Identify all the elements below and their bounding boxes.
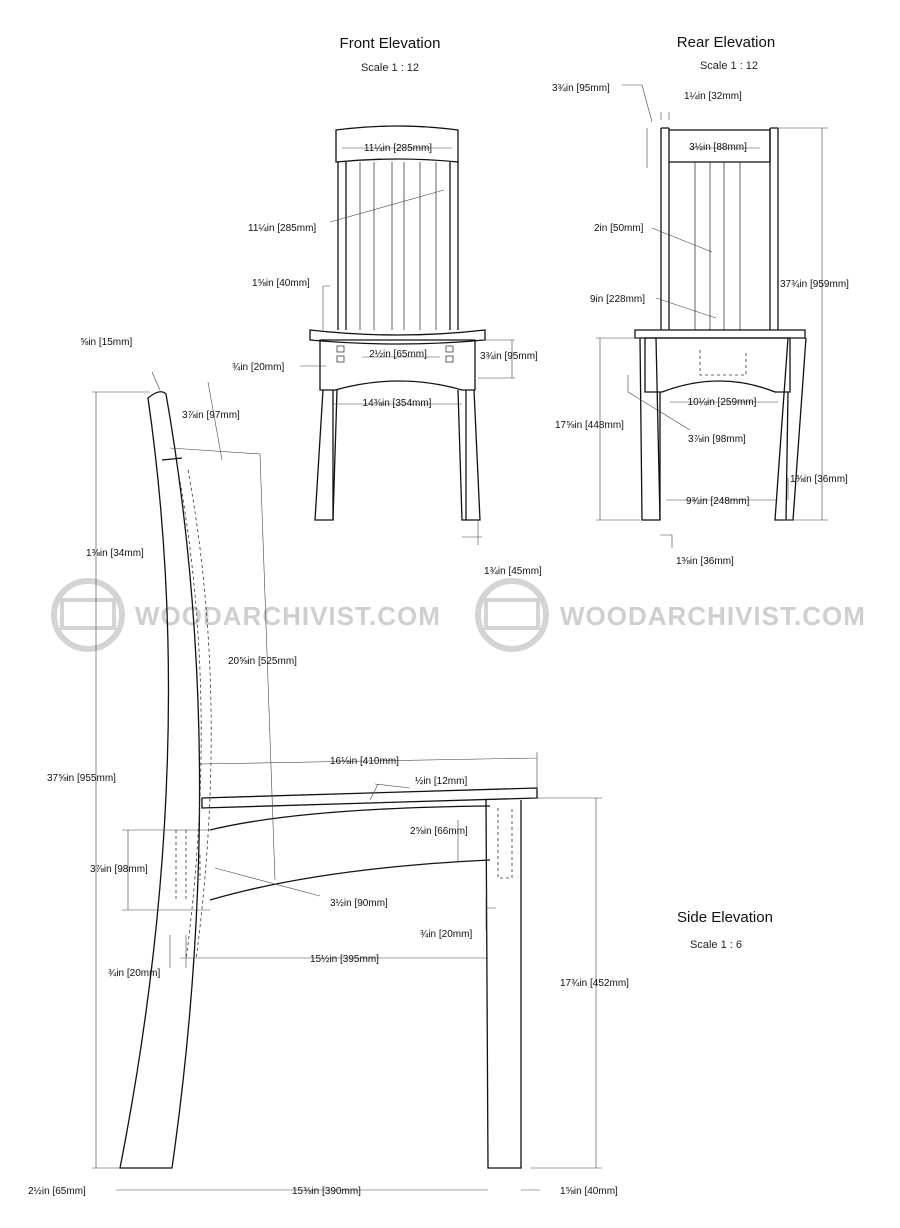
side-dim-12: 15½in [395mm] — [310, 954, 379, 965]
side-dim-9: 3⅞in [98mm] — [90, 864, 148, 875]
side-elevation-view — [92, 371, 602, 1191]
front-dim-1: 11¼in [285mm] — [364, 142, 432, 154]
side-dim-16: 15⅜in [390mm] — [292, 1186, 361, 1197]
rear-dim-7: 10¼in [259mm] — [688, 396, 757, 408]
front-elevation-view — [300, 125, 515, 545]
side-dim-3: 1⅜in [34mm] — [86, 548, 144, 559]
rear-elevation-title: Rear Elevation — [677, 34, 775, 51]
rear-dim-10: 1⅜in [36mm] — [790, 474, 848, 485]
side-dim-2: 3⅞in [97mm] — [182, 410, 240, 421]
side-dim-15: 2½in [65mm] — [28, 1186, 86, 1197]
side-dim-7: ½in [12mm] — [415, 776, 467, 787]
watermark-logo-right — [475, 578, 549, 652]
side-dim-11: ¾in [20mm] — [420, 929, 472, 940]
side-dim-10: 3½in [90mm] — [330, 898, 388, 909]
rear-dim-9: 3⅞in [98mm] — [688, 434, 746, 445]
side-dim-4: 20⅝in [525mm] — [228, 656, 297, 667]
watermark-text-left: WOODARCHIVIST.COM — [135, 601, 441, 631]
rear-dim-8: 17⅝in [448mm] — [555, 420, 624, 431]
side-dim-17: 1⅝in [40mm] — [560, 1186, 618, 1197]
rear-elevation-view — [596, 84, 828, 548]
rear-dim-6: 9in [228mm] — [590, 294, 645, 305]
side-dim-5: 37⅝in [955mm] — [47, 773, 116, 784]
rear-dim-12: 1⅜in [36mm] — [676, 556, 734, 567]
front-dim-2: 11¼in [285mm] — [248, 222, 316, 234]
rear-elevation-scale: Scale 1 : 12 — [700, 60, 758, 72]
front-dim-4: ¾in [20mm] — [232, 362, 284, 373]
front-dim-8: 1¾in [45mm] — [484, 566, 542, 577]
rear-dim-3: 3½in [88mm] — [689, 142, 747, 153]
front-dim-6: 3¾in [95mm] — [480, 351, 538, 362]
front-elevation-scale: Scale 1 : 12 — [361, 62, 419, 74]
rear-dim-1: 3¾in [95mm] — [552, 83, 610, 94]
side-dim-13: ¾in [20mm] — [108, 968, 160, 979]
rear-dim-2: 1¼in [32mm] — [684, 90, 742, 102]
front-dim-7: 14⅜in [354mm] — [363, 398, 432, 409]
front-dim-3: 1⅝in [40mm] — [252, 278, 310, 289]
rear-dim-4: 2in [50mm] — [594, 223, 644, 234]
side-elevation-scale: Scale 1 : 6 — [690, 939, 742, 951]
side-dim-14: 17¾in [452mm] — [560, 978, 629, 989]
watermark-logo-left — [51, 578, 125, 652]
side-dim-1: ⅝in [15mm] — [80, 337, 132, 348]
rear-dim-5: 37¾in [959mm] — [780, 279, 849, 290]
side-dim-6: 16⅛in [410mm] — [330, 756, 399, 767]
rear-dim-11: 9¾in [248mm] — [686, 496, 750, 507]
watermark-text-right: WOODARCHIVIST.COM — [560, 601, 866, 631]
side-dim-8: 2⅝in [66mm] — [410, 826, 468, 837]
front-elevation-title: Front Elevation — [340, 35, 441, 52]
front-dim-5: 2½in [65mm] — [369, 349, 427, 360]
side-elevation-title: Side Elevation — [677, 909, 773, 926]
